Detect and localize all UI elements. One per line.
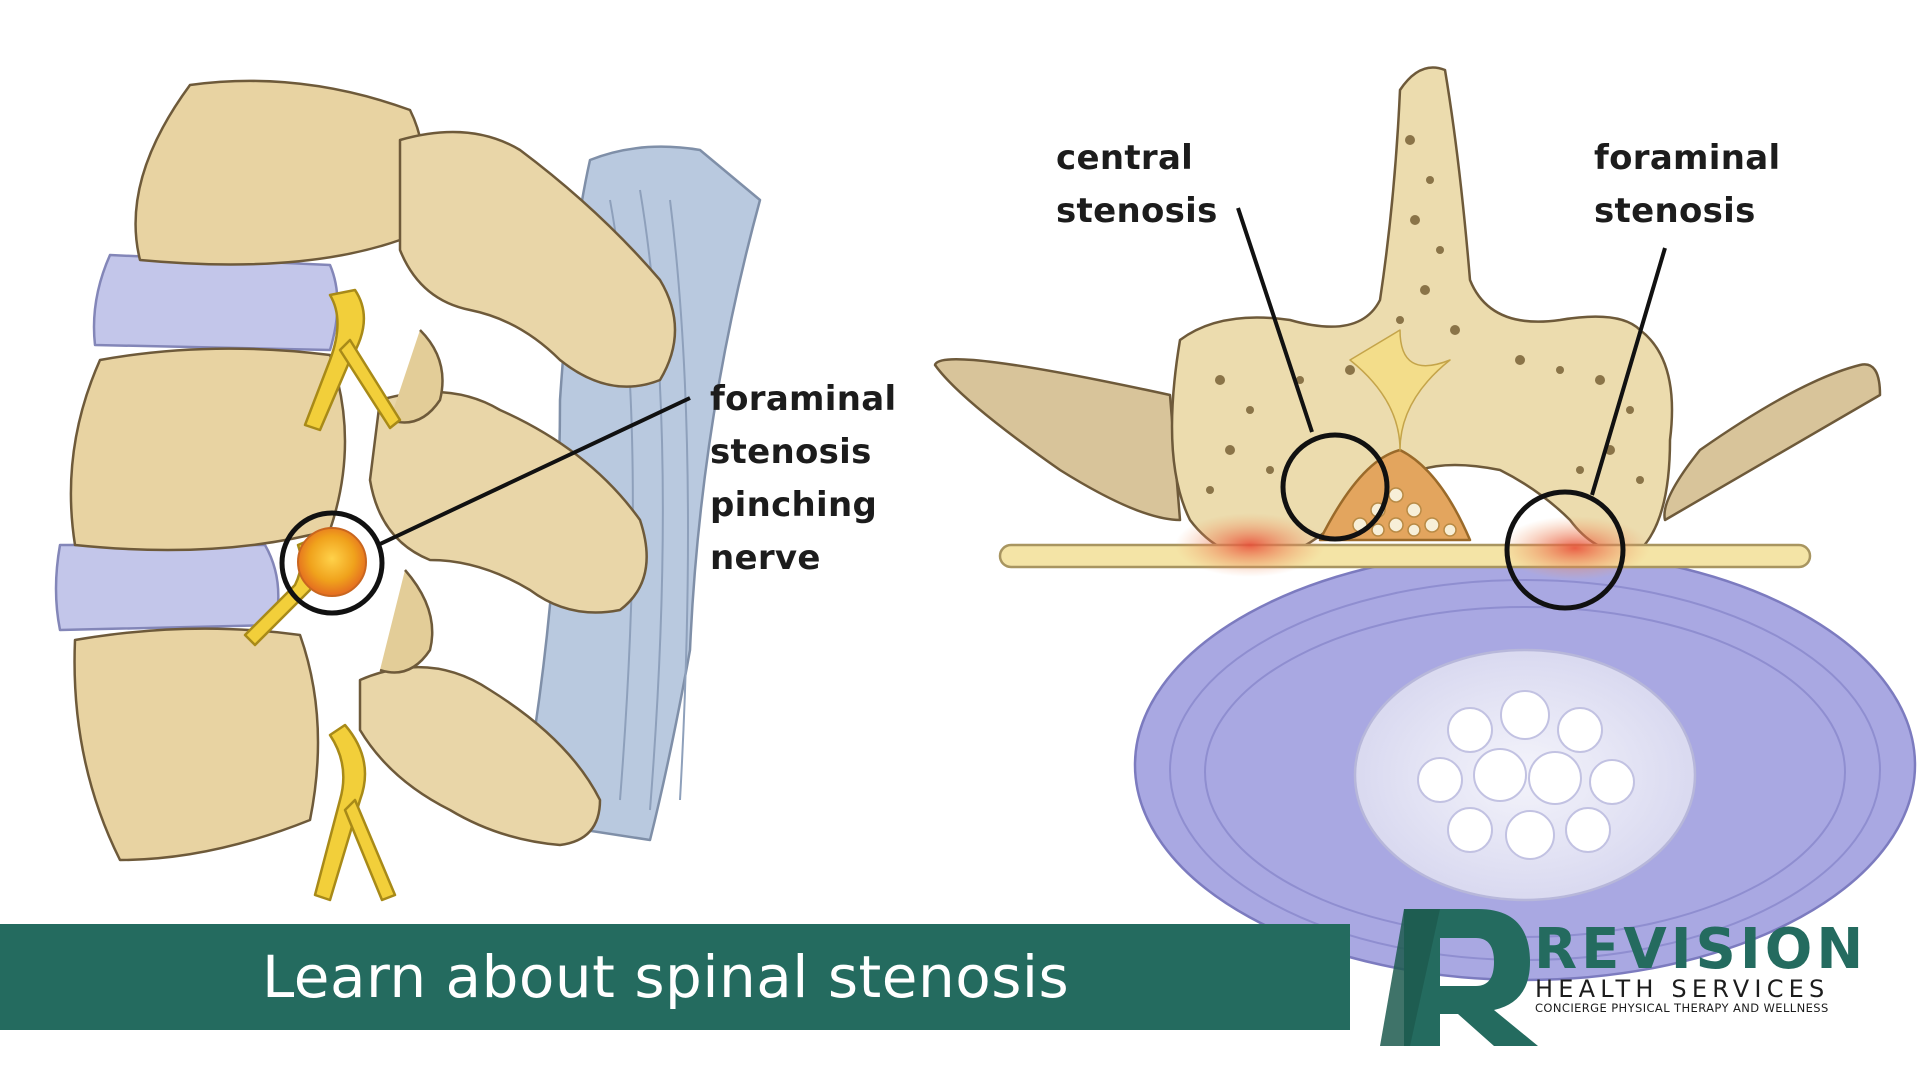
lateral-spine-view — [54, 79, 762, 902]
brand-name: REVISION — [1534, 917, 1868, 982]
label-line: pinching — [710, 485, 878, 525]
left-foraminal-label: foraminal stenosis pinching nerve — [710, 373, 896, 585]
disc-upper — [92, 253, 339, 352]
central-stenosis-circle — [1280, 432, 1390, 542]
title-banner: Learn about spinal stenosis — [0, 924, 1350, 1030]
vertebra-body-1 — [134, 79, 425, 266]
nerve-root-lower — [313, 723, 367, 902]
label-line: nerve — [710, 538, 821, 578]
brand-tagline: CONCIERGE PHYSICAL THERAPY AND WELLNESS — [1535, 1001, 1829, 1015]
axial-vertebra-view — [933, 66, 1917, 982]
left-foraminal-circle — [279, 510, 385, 616]
banner-title: Learn about spinal stenosis — [262, 943, 1070, 1011]
brand-subtitle: HEALTH SERVICES — [1535, 975, 1830, 1003]
posterior-element-1 — [398, 130, 677, 388]
right-foraminal-circle — [1504, 489, 1626, 611]
label-line: foraminal — [710, 379, 897, 419]
transverse-process-right — [1663, 363, 1882, 522]
disc-lower — [54, 543, 280, 632]
posterior-element-3 — [358, 665, 602, 847]
label-line: stenosis — [1056, 191, 1218, 231]
label-line: stenosis — [710, 432, 872, 472]
nerve-root-upper — [303, 288, 366, 432]
label-line: central — [1056, 138, 1194, 178]
nerve-bar — [998, 543, 1812, 569]
vertebra-body-3 — [73, 627, 320, 862]
right-foraminal-pointer-line — [1590, 247, 1667, 496]
revision-logo-mark — [1380, 909, 1538, 1046]
central-pointer-line — [1236, 207, 1314, 433]
posterior-element-2 — [368, 390, 648, 614]
right-foraminal-label: foraminal stenosis — [1594, 132, 1780, 238]
label-line: stenosis — [1594, 191, 1756, 231]
left-pointer-line — [379, 396, 691, 546]
transverse-process-left — [933, 358, 1182, 522]
central-stenosis-label: central stenosis — [1056, 132, 1218, 238]
label-line: foraminal — [1594, 138, 1781, 178]
